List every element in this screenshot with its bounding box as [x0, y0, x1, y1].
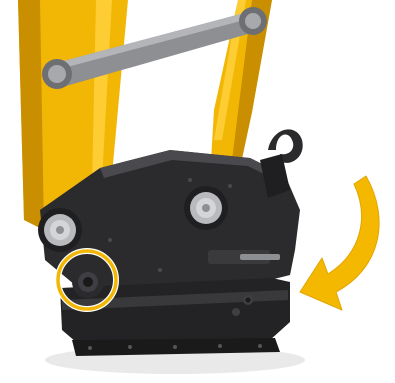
base-bolt [88, 346, 92, 350]
jaw-bolt [246, 298, 251, 303]
base-bolt [173, 345, 177, 349]
housing-bolt [158, 268, 162, 272]
housing-bolt [108, 238, 112, 242]
latch-cylinder-rod [240, 254, 280, 260]
housing-bolt [228, 184, 232, 188]
link-rod-pin-right-head [245, 13, 261, 29]
base-bolt [258, 344, 262, 348]
pivot-pin-upper [184, 186, 228, 230]
curved-arrow-fill [300, 176, 379, 310]
jaw-bolt [232, 308, 240, 316]
link-rod-pin-left-head [48, 65, 66, 83]
curved-arrow-icon [300, 176, 379, 310]
base-bolt [128, 345, 132, 349]
housing-bolt [188, 178, 192, 182]
boom-arm-shade [18, 0, 44, 230]
pivot-pin-lower [72, 266, 104, 298]
pivot-pin-left [38, 208, 82, 252]
base-bolt [218, 344, 222, 348]
